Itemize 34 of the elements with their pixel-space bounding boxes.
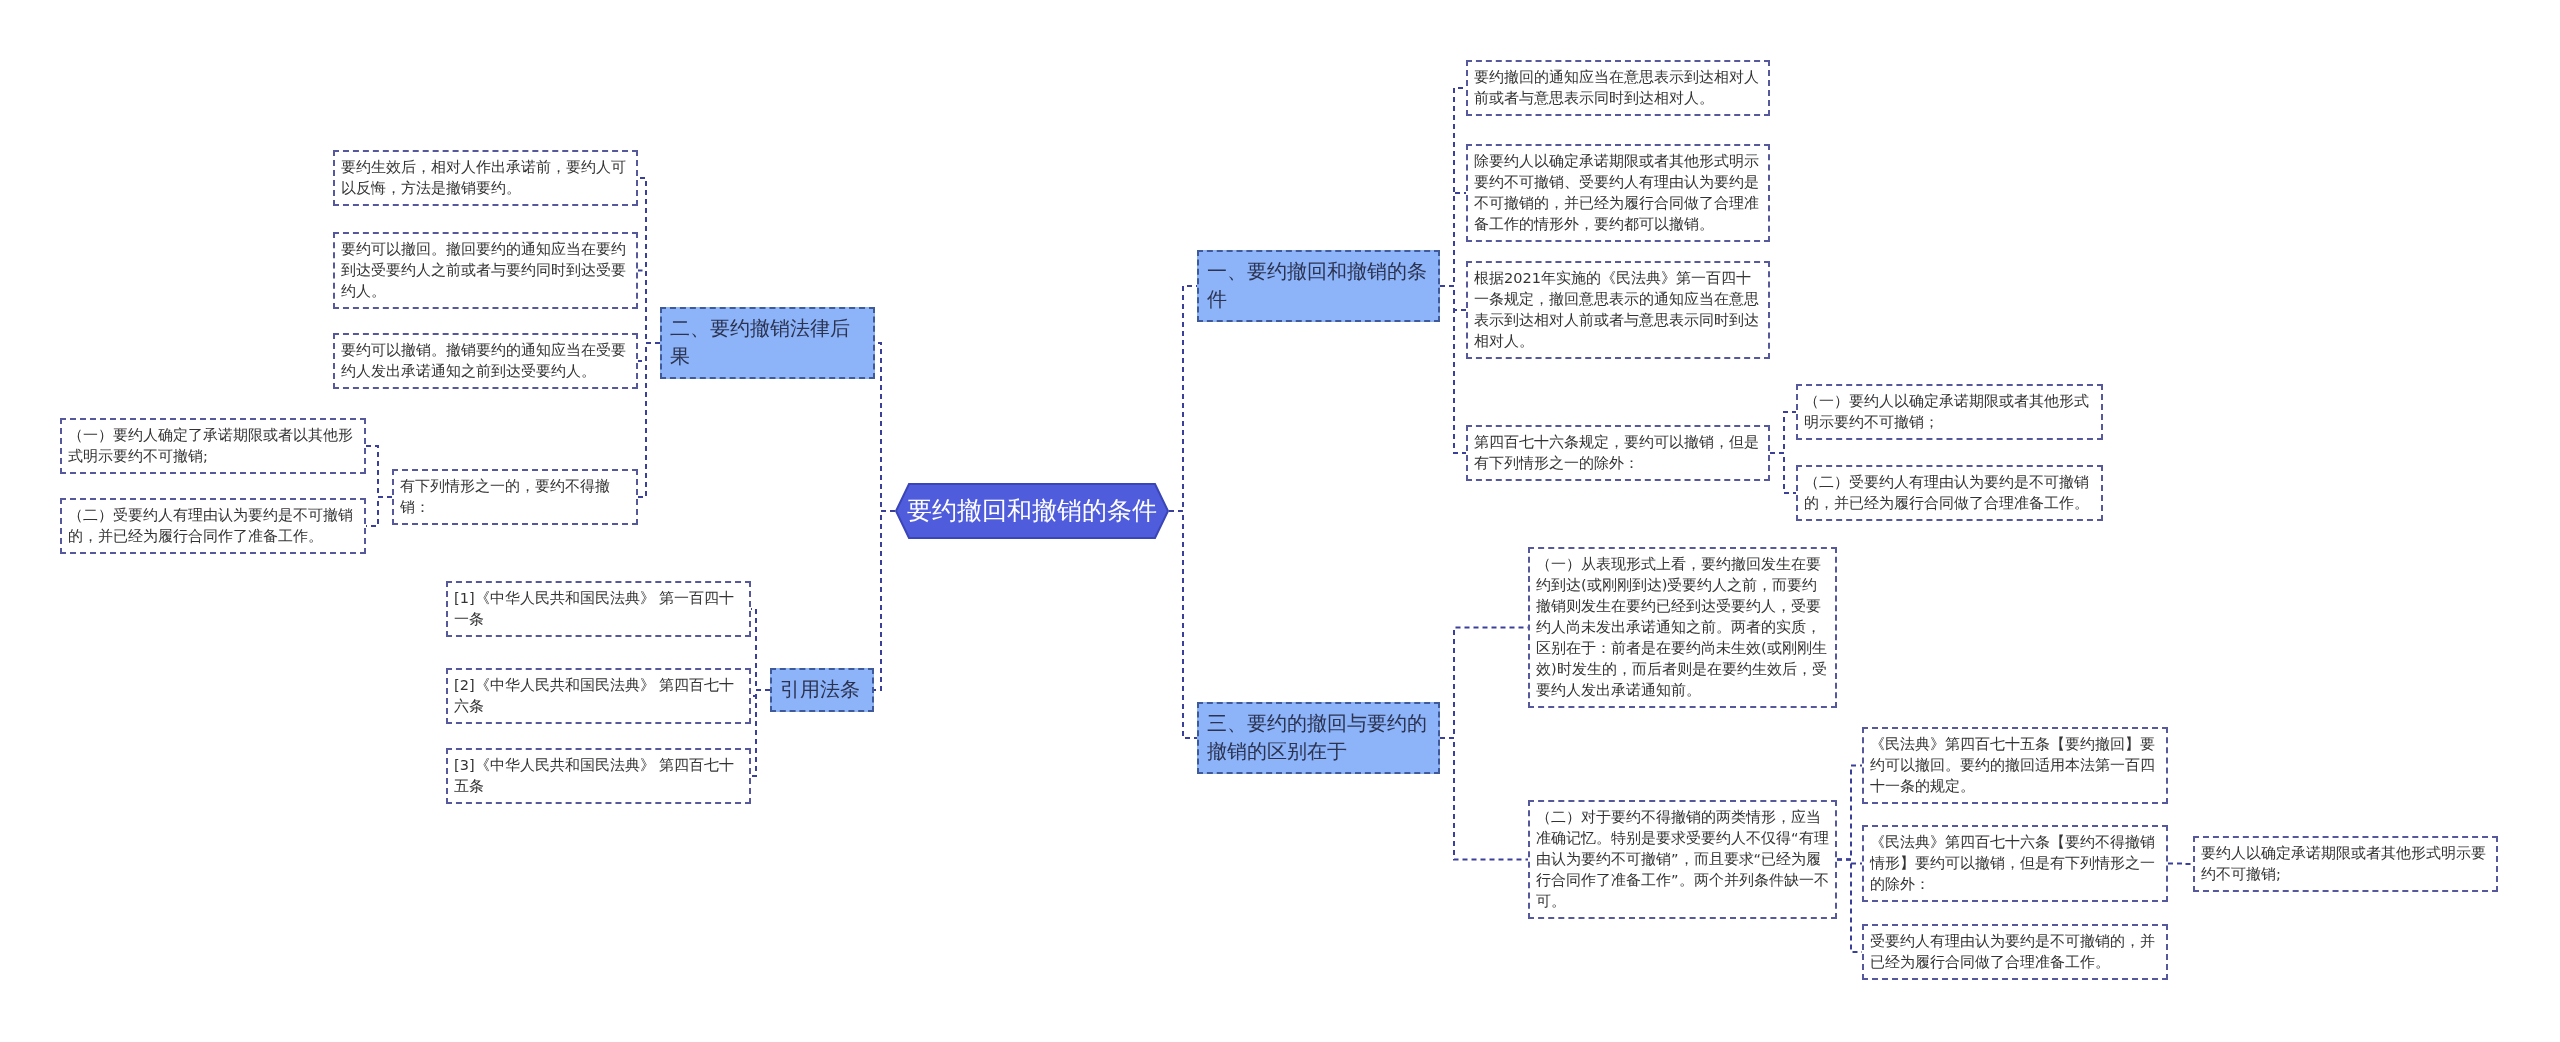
connector-line	[873, 510, 896, 691]
note-box: 有下列情形之一的，要约不得撤销：	[392, 469, 638, 525]
topic-box: 一、要约撤回和撤销的条件	[1197, 250, 1440, 322]
note-box: （一）从表现形式上看，要约撤回发生在要约到达(或刚刚到达)受要约人之前，而要约撤销则发生在要约已经到达受要约人，受要约人尚未发出承诺通知之前。两者的实质，区别在于：前者是在要约尚未生效(或刚刚生效)时发生的，而后者则是在要约生效后，受要约人发出承诺通知前。	[1528, 547, 1837, 708]
topic-box: 二、要约撤销法律后果	[660, 307, 875, 379]
note-box: （二）受要约人有理由认为要约是不可撤销的，并已经为履行合同作了准备工作。	[60, 498, 366, 554]
connector-line	[1439, 285, 1467, 454]
note-box: （二）受要约人有理由认为要约是不可撤销的，并已经为履行合同做了合理准备工作。	[1796, 465, 2103, 521]
note-box: 要约生效后，相对人作出承诺前，要约人可以反悔，方法是撤销要约。	[333, 150, 638, 206]
connector-line	[637, 342, 661, 498]
note-box: （一）要约人以确定承诺期限或者其他形式明示要约不可撤销；	[1796, 384, 2103, 440]
note-box: 除要约人以确定承诺期限或者其他形式明示要约不可撤销、受要约人有理由认为要约是不可撤销的，并已经为履行合同做了合理准备工作的情形外，要约都可以撤销。	[1466, 144, 1770, 242]
note-box: 要约可以撤回。撤回要约的通知应当在要约到达受要约人之前或者与要约同时到达受要约人。	[333, 232, 638, 309]
note-box: 要约撤回的通知应当在意思表示到达相对人前或者与意思表示同时到达相对人。	[1466, 60, 1770, 116]
topic-box: 三、要约的撤回与要约的撤销的区别在于	[1197, 702, 1440, 774]
note-box: [1]《中华人民共和国民法典》 第一百四十一条	[446, 581, 751, 637]
central-topic-hexagon: 要约撤回和撤销的条件	[895, 483, 1169, 539]
note-box: 受要约人有理由认为要约是不可撤销的，并已经为履行合同做了合理准备工作。	[1862, 924, 2168, 980]
note-box: 《民法典》第四百七十六条【要约不得撤销情形】要约可以撤销，但是有下列情形之一的除外：	[1862, 825, 2168, 902]
note-box: 根据2021年实施的《民法典》第一百四十一条规定，撤回意思表示的通知应当在意思表示到达相对人前或者与意思表示同时到达相对人。	[1466, 261, 1770, 359]
connector-line	[1439, 737, 1529, 861]
note-box: （一）要约人确定了承诺期限或者以其他形式明示要约不可撤销;	[60, 418, 366, 474]
topic-box: 引用法条	[770, 668, 874, 712]
note-box: 要约可以撤销。撤销要约的通知应当在受要约人发出承诺通知之前到达受要约人。	[333, 333, 638, 389]
connector-line	[1769, 452, 1797, 494]
note-box: 要约人以确定承诺期限或者其他形式明示要约不可撤销;	[2193, 836, 2498, 892]
note-box: （二）对于要约不得撤销的两类情形，应当准确记忆。特别是要求受要约人不仅得“有理由认为要约不可撤销”，而且要求“已经为履行合同作了准备工作”。两个并列条件缺一不可。	[1528, 800, 1837, 919]
note-box: [2]《中华人民共和国民法典》 第四百七十六条	[446, 668, 751, 724]
note-box: [3]《中华人民共和国民法典》 第四百七十五条	[446, 748, 751, 804]
connector-line	[2167, 862, 2194, 865]
note-box: 第四百七十六条规定，要约可以撤销，但是有下列情形之一的除外：	[1466, 425, 1770, 481]
note-box: 《民法典》第四百七十五条【要约撤回】要约可以撤回。要约的撤回适用本法第一百四十一条的规定。	[1862, 727, 2168, 804]
connector-line	[750, 689, 771, 777]
connector-line	[1168, 510, 1198, 739]
